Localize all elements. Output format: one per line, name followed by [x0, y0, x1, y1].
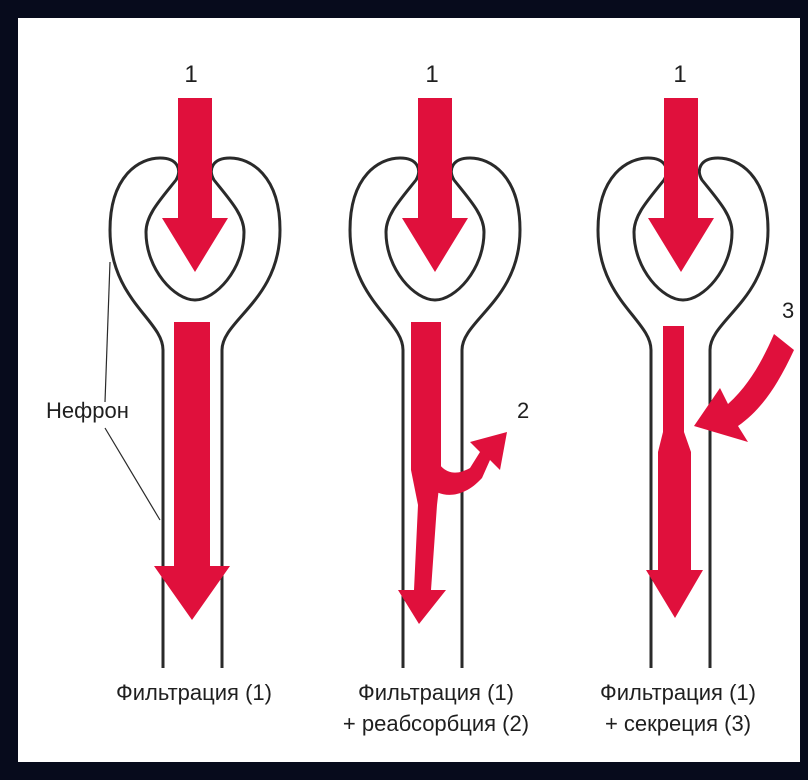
label-1: 1 [673, 61, 686, 88]
caption-reabsorption-line1: Фильтрация (1) [358, 680, 514, 705]
caption-secretion-line2: + секреция (3) [605, 711, 751, 736]
label-1: 1 [184, 61, 197, 88]
label-2: 2 [517, 398, 529, 423]
caption-filtration: Фильтрация (1) [116, 680, 272, 705]
label-1: 1 [425, 61, 438, 88]
nephron-label: Нефрон [46, 398, 129, 423]
caption-secretion-line1: Фильтрация (1) [600, 680, 756, 705]
caption-reabsorption-line2: + реабсорбция (2) [343, 711, 529, 736]
label-3: 3 [782, 298, 794, 323]
